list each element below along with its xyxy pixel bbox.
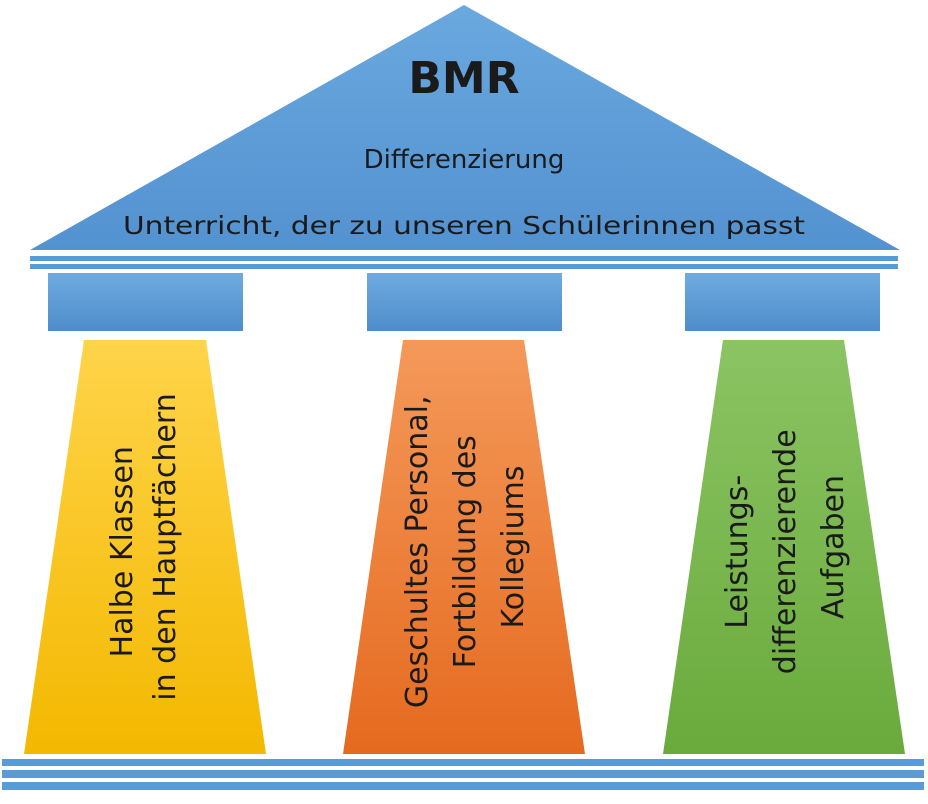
roof-tagline: Unterricht, der zu unseren Schülerinnen … <box>123 211 805 240</box>
pillar-2-line-3: Kollegiums <box>496 466 531 629</box>
roof-triangle <box>30 5 900 250</box>
base-step-3 <box>2 782 924 790</box>
pillar-1 <box>24 340 266 754</box>
roof-beam-top <box>30 256 898 261</box>
pillar-capital-3 <box>685 273 880 331</box>
roof-subtitle: Differenzierung <box>364 145 565 175</box>
roof-beam-bottom <box>30 264 898 269</box>
svg-text:Halbe Klassen in den H: Halbe Klassen in den Hauptfächern <box>105 393 183 700</box>
pillar-1-text: Halbe Klassen in den Hauptfächern <box>105 393 183 700</box>
pillar-3-line-2: differenzierende <box>768 429 803 674</box>
svg-text:Leistungs- differenzie: Leistungs- differenzierende Aufgaben <box>720 420 851 674</box>
base-step-1 <box>2 759 924 766</box>
pillar-capital-2 <box>367 273 562 331</box>
pillar-capital-1 <box>48 273 243 331</box>
pillar-2-text: Geschultes Personal, Fortbildung des Kol… <box>400 386 531 708</box>
pillar-3-text: Leistungs- differenzierende Aufgaben <box>720 420 851 674</box>
pillar-3-line-3: Aufgaben <box>816 475 851 619</box>
roof-title: BMR <box>408 53 519 104</box>
pillar-2-line-2: Fortbildung des <box>448 435 483 668</box>
pillar-1-line-2: in den Hauptfächern <box>148 393 183 700</box>
base-step-2 <box>2 770 924 778</box>
pillar-2 <box>343 340 585 754</box>
pillar-3-line-1: Leistungs- <box>720 475 755 629</box>
pillar-3 <box>663 340 905 754</box>
pillar-1-line-1: Halbe Klassen <box>105 446 140 657</box>
pillar-2-line-1: Geschultes Personal, <box>400 395 435 708</box>
svg-text:Geschultes Personal, F: Geschultes Personal, Fortbildung des Kol… <box>400 386 531 708</box>
